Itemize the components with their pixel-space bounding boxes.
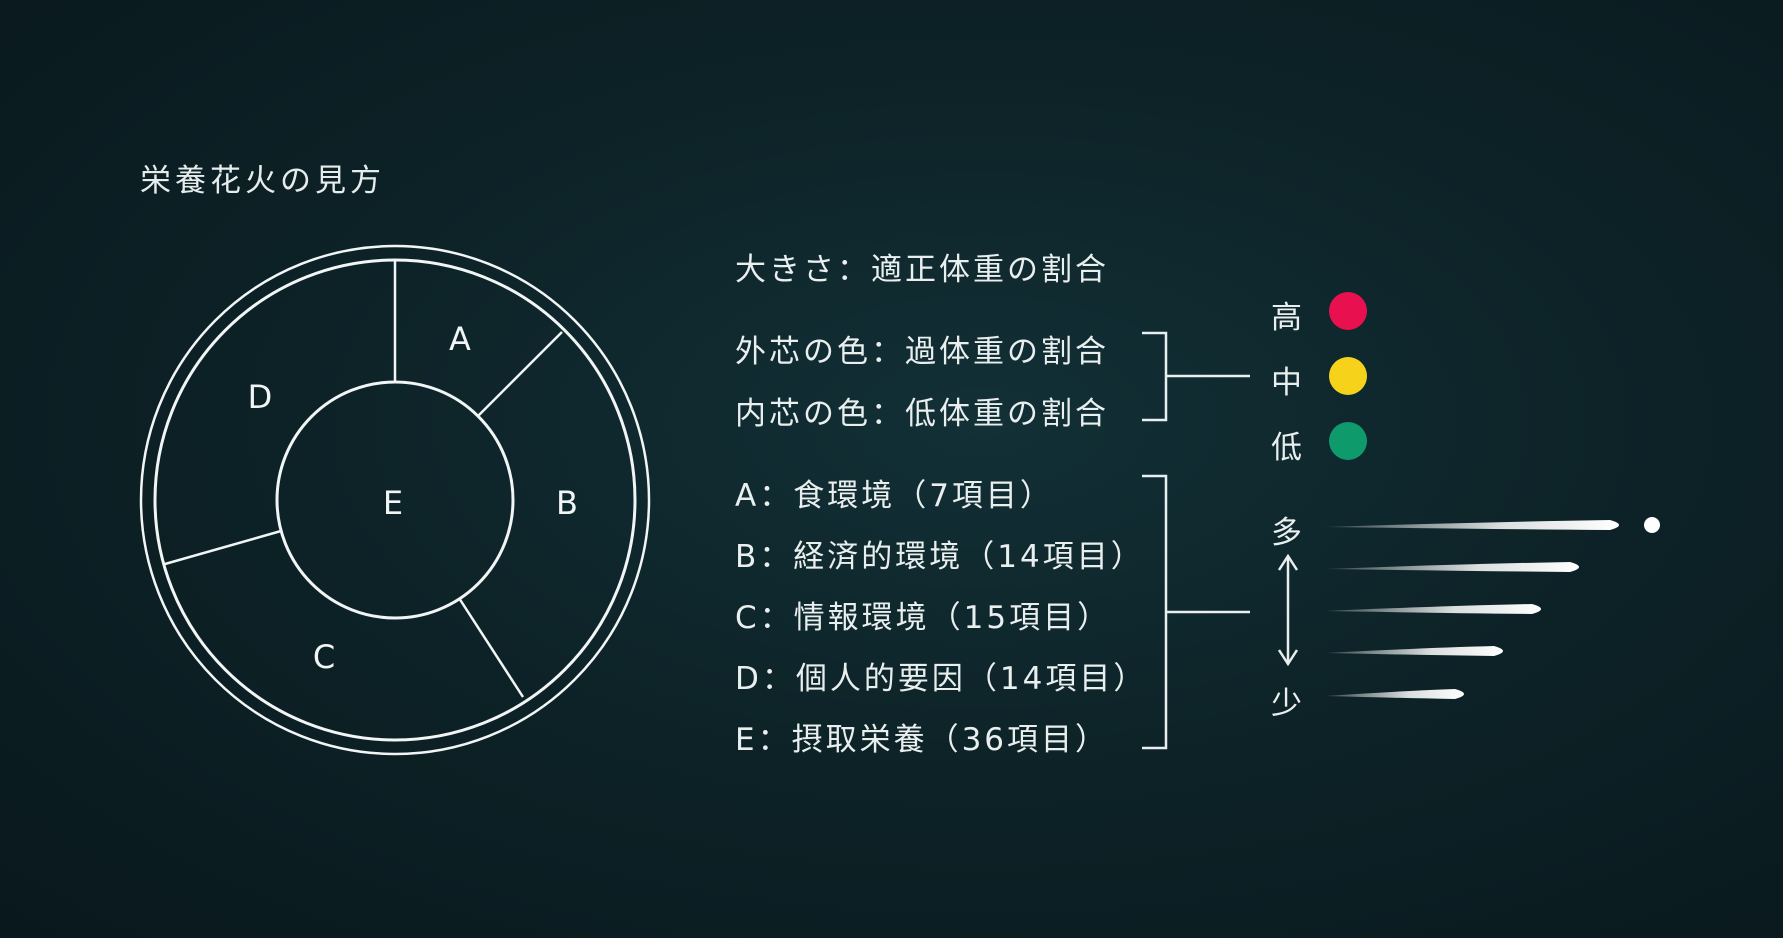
level-dot-high: [1329, 292, 1367, 330]
segment-label-b: B: [556, 484, 578, 522]
category-legend-b: B：経済的環境（14項目）: [735, 539, 1145, 575]
category-legend-a: A：食環境（7項目）: [735, 478, 1054, 514]
page-title: 栄養花火の見方: [140, 163, 385, 199]
category-legend-bracket: [1142, 474, 1250, 750]
amount-label-low: 少: [1271, 686, 1302, 722]
inner-core-color-legend: 内芯の色：低体重の割合: [735, 396, 1109, 432]
category-legend-c: C：情報環境（15項目）: [735, 600, 1112, 636]
level-dot-low: [1329, 422, 1367, 460]
spark-trail-4: [1325, 646, 1503, 656]
segment-label-d: D: [248, 378, 273, 416]
spark-trail-5: [1325, 689, 1464, 699]
segment-label-e: E: [383, 484, 403, 522]
divider-c-d: [164, 529, 282, 566]
spark-trails: [1325, 517, 1660, 699]
level-label-high: 高: [1271, 300, 1302, 336]
segment-label-c: C: [313, 638, 335, 676]
spark-trail-3: [1325, 604, 1541, 614]
divider-b-c: [457, 597, 525, 698]
spark-trail-2: [1325, 562, 1579, 572]
outer-core-color-legend: 外芯の色：過体重の割合: [735, 334, 1109, 370]
size-legend: 大きさ：適正体重の割合: [735, 252, 1109, 288]
segment-label-a: A: [449, 320, 471, 358]
level-label-low: 低: [1271, 430, 1302, 466]
color-legend-bracket: [1142, 331, 1250, 422]
category-legend-d: D：個人的要因（14項目）: [735, 661, 1148, 697]
wheel-diagram: [139, 244, 651, 756]
spark-trail-1: [1325, 520, 1619, 530]
wheel-outer-ring: [139, 244, 651, 756]
divider-a-b: [477, 331, 563, 417]
level-dot-mid: [1329, 357, 1367, 395]
spark-head-dot: [1644, 517, 1660, 533]
amount-label-high: 多: [1271, 515, 1302, 551]
amount-arrow: [1277, 553, 1299, 667]
level-label-mid: 中: [1271, 365, 1302, 401]
category-legend-e: E：摂取栄養（36項目）: [735, 722, 1110, 758]
